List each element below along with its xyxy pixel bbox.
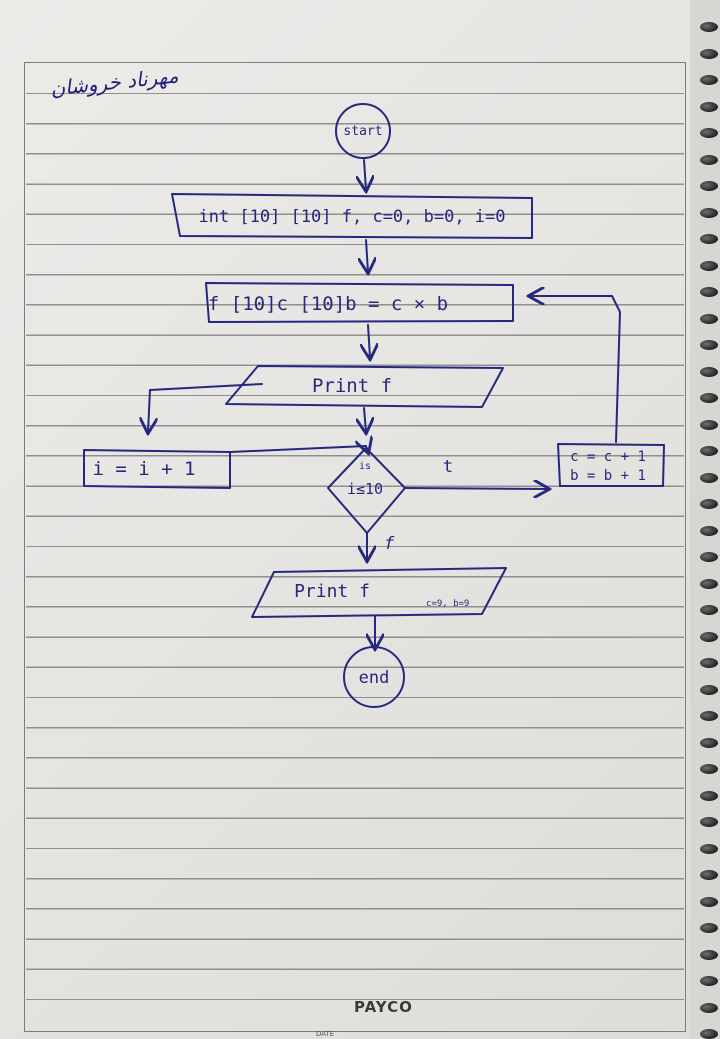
spiral-ring — [700, 446, 718, 456]
spiral-ring — [700, 181, 718, 191]
print-final-subscript: c=9, b=9 — [426, 599, 469, 609]
spiral-ring — [700, 234, 718, 244]
end-label: end — [359, 668, 390, 688]
spiral-ring — [700, 472, 718, 483]
compute-process: f [10]c [10]b = c × b — [205, 282, 514, 323]
spiral-ring — [700, 366, 718, 377]
spiral-ring — [700, 578, 718, 589]
spiral-ring — [700, 1029, 718, 1039]
ruled-lines — [26, 62, 684, 1002]
spiral-ring — [700, 684, 718, 695]
spiral-ring — [700, 552, 718, 562]
update-c-label: c = c + 1 — [570, 449, 646, 465]
spiral-ring — [700, 711, 718, 721]
update-cb-process: c = c + 1 b = b + 1 — [557, 443, 665, 487]
spiral-ring — [700, 631, 718, 642]
spiral-ring — [700, 340, 718, 350]
spiral-ring — [700, 1002, 718, 1013]
arrow-compute-print — [368, 324, 370, 358]
spiral-ring — [700, 75, 718, 85]
spiral-ring — [700, 499, 718, 509]
spiral-binding — [690, 0, 720, 1039]
spiral-ring — [700, 949, 718, 960]
spiral-ring — [700, 313, 718, 324]
brand-logo: PAYCO — [354, 998, 413, 1016]
spiral-ring — [700, 976, 718, 986]
spiral-ring — [700, 22, 718, 32]
init-label: int [10] [10] f, c=0, b=0, i=0 — [198, 207, 505, 227]
spiral-ring — [700, 764, 718, 774]
arrow-start-init — [364, 159, 366, 190]
spiral-ring — [700, 658, 718, 668]
spiral-ring — [700, 207, 718, 218]
decision-prefix: is — [359, 461, 371, 472]
start-label: start — [343, 124, 382, 139]
spiral-ring — [700, 843, 718, 854]
spiral-ring — [700, 419, 718, 430]
arrow-update-compute — [530, 296, 621, 443]
update-b-label: b = b + 1 — [570, 468, 646, 484]
spiral-ring — [700, 101, 718, 112]
end-terminal: end — [343, 646, 405, 708]
increment-i-process: i = i + 1 — [83, 449, 231, 489]
spiral-ring — [700, 790, 718, 801]
print-final-io: Print f c=9, b=9 — [251, 567, 507, 618]
spiral-ring — [700, 817, 718, 827]
decision-node: is i≤10 — [327, 447, 406, 534]
spiral-ring — [700, 737, 718, 748]
false-label: f — [384, 534, 395, 554]
arrow-init-compute — [366, 239, 368, 272]
spiral-ring — [700, 287, 718, 297]
arrow-decision-true — [404, 488, 548, 489]
decision-label: i≤10 — [347, 480, 383, 498]
page-frame — [24, 62, 686, 1032]
date-label: DATE — [316, 1030, 335, 1038]
spiral-ring — [700, 896, 718, 907]
spiral-ring — [700, 605, 718, 615]
increment-i-label: i = i + 1 — [93, 458, 196, 480]
spiral-ring — [700, 48, 718, 59]
start-terminal: start — [335, 103, 391, 159]
spiral-ring — [700, 260, 718, 271]
init-process: int [10] [10] f, c=0, b=0, i=0 — [171, 193, 533, 239]
spiral-ring — [700, 525, 718, 536]
spiral-ring — [700, 870, 718, 880]
arrow-increment-decision — [229, 446, 368, 452]
arrow-print-to-increment — [148, 383, 263, 432]
spiral-ring — [700, 154, 718, 165]
spiral-ring — [700, 923, 718, 933]
print-f-label: Print f — [312, 375, 392, 397]
print-final-label: Print f — [294, 581, 370, 602]
compute-label: f [10]c [10]b = c × b — [208, 293, 448, 315]
arrow-print-decision — [364, 407, 366, 432]
true-label: t — [443, 457, 453, 477]
spiral-ring — [700, 393, 718, 403]
print-f-io: Print f — [225, 365, 504, 408]
spiral-ring — [700, 128, 718, 138]
